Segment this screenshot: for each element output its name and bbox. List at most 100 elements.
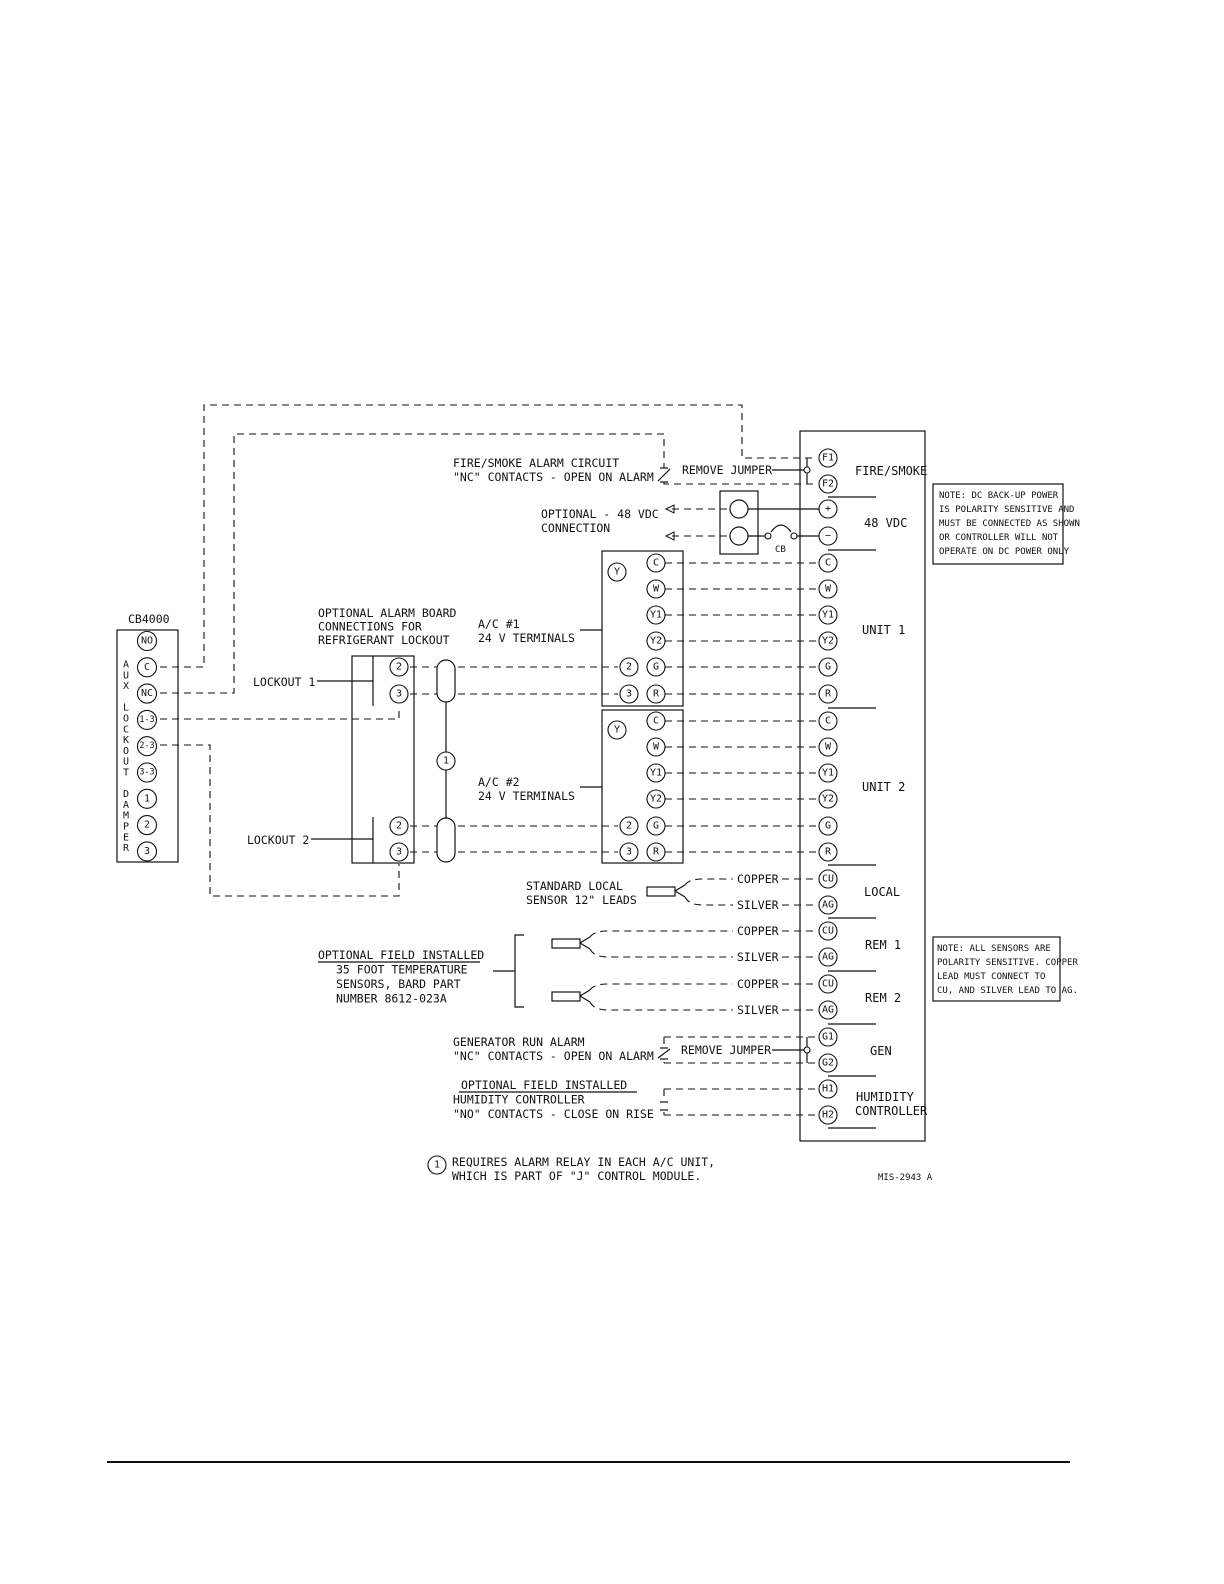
ac2-terminal: G bbox=[646, 816, 666, 836]
ac1-alarm-terminal-label: 3 bbox=[626, 689, 632, 700]
controller-terminal-circle bbox=[818, 1000, 838, 1020]
cb4000-side-letter: O bbox=[123, 714, 129, 725]
cb4000-terminal-circle bbox=[136, 736, 158, 757]
note-sensors-line-3: LEAD MUST CONNECT TO bbox=[937, 972, 1045, 982]
sensor-lead-copper bbox=[589, 930, 733, 938]
controller-terminal-label: CU bbox=[822, 979, 834, 990]
section-rem2: REM 2 bbox=[865, 991, 901, 1005]
controller-terminal-circle bbox=[818, 816, 838, 836]
controller-terminal-label: Y2 bbox=[822, 636, 834, 647]
optional-sensors-line-4: NUMBER 8612-023A bbox=[336, 992, 447, 1006]
controller-terminal-circle bbox=[818, 842, 838, 862]
controller-terminal: CU bbox=[818, 974, 838, 994]
cb4000-terminal-label: 2-3 bbox=[139, 741, 154, 751]
remove-jumper-fire: REMOVE JUMPER bbox=[682, 463, 772, 477]
controller-terminal-circle bbox=[818, 448, 838, 468]
controller-terminal-circle bbox=[818, 895, 838, 915]
controller-dividers bbox=[828, 496, 876, 1129]
controller-terminal-label: Y2 bbox=[822, 794, 834, 805]
controller-terminal: Y2 bbox=[818, 631, 838, 651]
controller-terminal-label: G bbox=[825, 662, 831, 673]
generator-line-1: GENERATOR RUN ALARM bbox=[453, 1035, 585, 1049]
route-fire-contact-to-f2 bbox=[663, 482, 815, 485]
dc-connector-block bbox=[719, 490, 759, 555]
cb4000-terminal: 3 bbox=[136, 841, 158, 862]
controller-terminal-label: AG bbox=[822, 952, 834, 963]
ac2-label: A/C #224 V TERMINALS bbox=[478, 775, 575, 803]
sensor-fork-ag bbox=[674, 890, 686, 898]
cb4000-terminal-circle bbox=[136, 630, 158, 652]
note-sensors-line-1: NOTE: ALL SENSORS ARE bbox=[937, 944, 1051, 954]
alarm-board-terminal-label: 2 bbox=[396, 662, 402, 673]
cb4000-side-letter: X bbox=[123, 681, 129, 692]
cb4000-terminal: 3-3 bbox=[136, 762, 158, 783]
ac2-alarm-terminal-circle bbox=[619, 816, 639, 836]
lockout2-label: LOCKOUT 2 bbox=[247, 833, 309, 847]
sensor-fork-cu bbox=[674, 884, 686, 892]
section-48vdc: 48 VDC bbox=[864, 516, 907, 530]
alarm-board-terminal: 3 bbox=[389, 684, 409, 704]
ac2-label-line-2: 24 V TERMINALS bbox=[478, 789, 575, 803]
note-dc-line-3: MUST BE CONNECTED AS SHOWN bbox=[939, 519, 1080, 529]
controller-terminal: AG bbox=[818, 947, 838, 967]
ac1-terminal: G bbox=[646, 657, 666, 677]
alarm-board-terminal: 2 bbox=[389, 816, 409, 836]
alarm-board-title-line-3: REFRIGERANT LOCKOUT bbox=[318, 633, 450, 647]
alarm-board-terminal: 3 bbox=[389, 842, 409, 862]
controller-terminal-label: H1 bbox=[822, 1084, 834, 1095]
controller-terminal-circle bbox=[818, 974, 838, 994]
controller-terminal-label: Y1 bbox=[822, 610, 834, 621]
lockout1-label: LOCKOUT 1 bbox=[253, 675, 315, 689]
controller-terminal: Y1 bbox=[818, 763, 838, 783]
cb4000-side-letter: E bbox=[123, 832, 129, 843]
cb4000-terminal: C bbox=[136, 657, 158, 678]
ac1-alarm-terminal: 2 bbox=[619, 657, 639, 677]
cb4000-side-letter: O bbox=[123, 746, 129, 757]
cb4000-side-letter: M bbox=[123, 811, 129, 822]
ac2-terminal: R bbox=[646, 842, 666, 862]
controller-terminal: R bbox=[818, 842, 838, 862]
cb4000-terminal: 2-3 bbox=[136, 736, 158, 757]
cb4000-side-letter: U bbox=[123, 757, 129, 768]
controller-terminal-circle bbox=[818, 605, 838, 625]
cb4000-side-letter: P bbox=[123, 822, 129, 833]
optional-sensors-line-2: 35 FOOT TEMPERATURE bbox=[336, 963, 468, 977]
controller-terminal-circle bbox=[818, 1105, 838, 1125]
controller-terminal-label: C bbox=[825, 716, 831, 727]
sensor-fork-cu bbox=[579, 936, 591, 944]
generator-line-2: "NC" CONTACTS - OPEN ON ALARM bbox=[453, 1049, 654, 1063]
optional-sensors-line-1: OPTIONAL FIELD INSTALLED bbox=[318, 948, 484, 962]
cb4000-side-letter: C bbox=[123, 724, 129, 735]
dc-connector-neg bbox=[729, 526, 749, 546]
ac1-terminal-label: C bbox=[653, 558, 659, 569]
note-dc-line-5: OPERATE ON DC POWER ONLY bbox=[939, 547, 1070, 557]
controller-terminal-circle bbox=[818, 526, 838, 546]
alarm-board-title-line-1: OPTIONAL ALARM BOARD bbox=[318, 606, 457, 620]
no-contact-symbol bbox=[660, 1101, 668, 1111]
cb4000-terminal: NO bbox=[136, 630, 158, 652]
copper-label: COPPER bbox=[737, 872, 779, 886]
cb4000-side-letter: A bbox=[123, 800, 129, 811]
optional-48vdc-line-2: CONNECTION bbox=[541, 521, 610, 535]
controller-terminal: H2 bbox=[818, 1105, 838, 1125]
dc-connector-pos bbox=[729, 499, 749, 519]
ac1-alarm-terminal: 3 bbox=[619, 684, 639, 704]
controller-terminal: H1 bbox=[818, 1079, 838, 1099]
ac1-label: A/C #124 V TERMINALS bbox=[478, 617, 575, 645]
silver-label: SILVER bbox=[737, 1003, 779, 1017]
controller-terminal: Y1 bbox=[818, 605, 838, 625]
note-dc-line-2: IS POLARITY SENSITIVE AND bbox=[939, 505, 1074, 515]
cb4000-side-letter: L bbox=[123, 703, 129, 714]
ac1-label-line-2: 24 V TERMINALS bbox=[478, 631, 575, 645]
controller-terminal-label: W bbox=[825, 742, 832, 753]
alarm-board-terminal-circle bbox=[389, 657, 409, 677]
controller-terminal-label: F1 bbox=[822, 453, 834, 464]
section-unit1: UNIT 1 bbox=[862, 623, 905, 637]
cb4000-terminal: 1-3 bbox=[136, 709, 158, 730]
gen-nc-contact-symbol bbox=[657, 1047, 671, 1060]
ac1-terminal-label: R bbox=[653, 689, 660, 700]
ac2-y-text: Y bbox=[614, 725, 620, 736]
cb4000-side-letter: A bbox=[123, 660, 129, 671]
